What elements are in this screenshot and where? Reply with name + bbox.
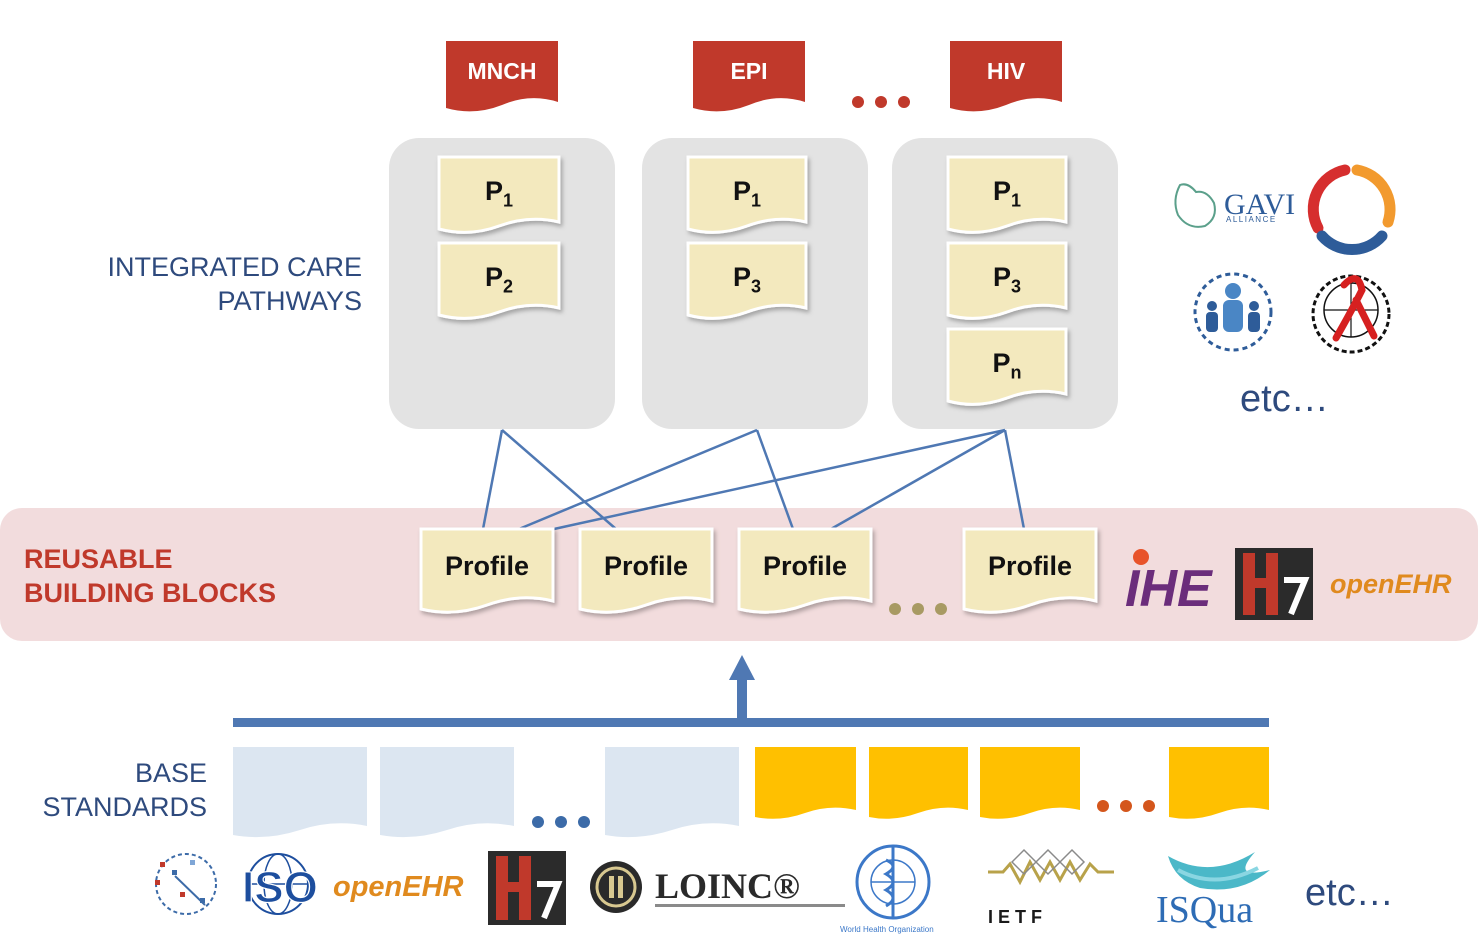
doc-light-2 (380, 747, 514, 838)
tab-mnch (446, 41, 558, 112)
doc-gold-1 (755, 747, 856, 819)
openehr-logo-base: openEHR (333, 871, 464, 903)
who-logo-text: World Health Organization (840, 925, 934, 934)
profile-card-1 (419, 527, 555, 614)
profile-label-1: Profile (444, 551, 530, 581)
base-standards-label: BASE STANDARDS (10, 756, 207, 824)
profile-cards (419, 527, 1098, 614)
openehr-logo-base-text: openEHR (333, 871, 464, 903)
ietf-logo: I E T F (988, 848, 1114, 927)
ellipsis-top (852, 96, 910, 108)
base-docs-gold (755, 747, 1269, 819)
loinc-logo-text: LOINC® (655, 866, 800, 906)
connector-line (830, 428, 1006, 531)
profile-label-3: Profile (762, 551, 848, 581)
pathway-label-hiv-n: Pn (992, 348, 1022, 383)
ihe-logo: IHE (1125, 549, 1213, 618)
integrated-care-line-1: INTEGRATED CARE (107, 252, 362, 282)
tab-hiv (950, 41, 1062, 112)
building-blocks-line-2: BUILDING BLOCKS (24, 578, 276, 608)
connector-line (518, 428, 758, 531)
who-logo: World Health Organization (840, 844, 934, 934)
profile-label-2: Profile (603, 551, 689, 581)
isqua-logo-text: ISQua (1156, 889, 1253, 931)
hl7-logo (1235, 548, 1313, 620)
pathway-label-mnch-2: P2 (484, 262, 514, 297)
gavi-logo-text: GAVI (1224, 188, 1295, 221)
doc-gold-2 (869, 747, 968, 819)
connector-line (553, 428, 1006, 531)
doc-light-3 (605, 747, 739, 838)
ellipsis-base-orange (1097, 800, 1155, 812)
openehr-logo-blocks-text: openEHR (1330, 569, 1452, 599)
connector-line (501, 429, 617, 530)
pathway-label-hiv-3: P3 (992, 262, 1022, 297)
profile-card-2 (578, 527, 714, 614)
building-blocks-line-1: REUSABLE (24, 544, 173, 574)
un-aids-icon (1311, 274, 1391, 354)
card-mnch-2 (437, 241, 561, 320)
profile-card-3 (737, 527, 873, 614)
hl7-logo-base (488, 851, 566, 925)
profile-label-4: Profile (987, 551, 1073, 581)
card-epi-1 (686, 155, 808, 234)
ellipsis-profiles (889, 603, 947, 615)
card-hiv-1 (946, 155, 1068, 234)
pathway-label-hiv-1: P1 (992, 176, 1022, 211)
base-docs-light (233, 747, 739, 838)
doc-light-1 (233, 747, 367, 838)
pathway-label-mnch-1: P1 (484, 176, 514, 211)
program-label-hiv: HIV (986, 58, 1026, 84)
etc-top-right: etc… (1240, 378, 1329, 420)
pathway-cards (437, 155, 1068, 406)
tab-epi (693, 41, 805, 112)
etc-base: etc… (1305, 872, 1394, 914)
network-dots-icon (155, 853, 217, 915)
program-label-epi: EPI (730, 58, 768, 84)
iso-logo: ISO (241, 853, 318, 915)
gavi-logo: GAVI ALLIANCE (1174, 183, 1295, 228)
connector-line (481, 429, 504, 530)
card-hiv-3 (946, 241, 1068, 320)
iso-logo-text: ISO (242, 863, 318, 912)
base-arrow (233, 655, 1269, 727)
doc-gold-4 (1169, 747, 1269, 819)
connector-lines (481, 428, 1026, 531)
integrated-care-label: INTEGRATED CARE PATHWAYS (40, 250, 362, 318)
un-family-icon (1193, 272, 1273, 352)
card-hiv-n (946, 327, 1068, 406)
doc-gold-3 (980, 747, 1080, 819)
ellipsis-base-blue (532, 816, 590, 828)
ietf-logo-text: I E T F (988, 907, 1042, 927)
ihe-logo-text: IHE (1125, 560, 1213, 618)
isqua-logo: ISQua (1156, 852, 1270, 931)
openehr-logo-blocks: openEHR (1330, 569, 1452, 599)
gavi-logo-subtext: ALLIANCE (1226, 215, 1277, 224)
pathway-label-epi-3: P3 (732, 262, 762, 297)
program-tabs (446, 41, 1062, 112)
integrated-care-line-2: PATHWAYS (217, 286, 362, 316)
profile-card-4 (962, 527, 1098, 614)
connector-line (1003, 429, 1026, 530)
base-standards-line-1: BASE (134, 758, 207, 788)
pathway-label-epi-1: P1 (732, 176, 762, 211)
program-label-mnch: MNCH (467, 58, 537, 84)
card-epi-3 (686, 241, 808, 320)
card-mnch-1 (437, 155, 561, 234)
swirl-org-icon (1307, 164, 1396, 255)
loinc-logo: LOINC® (590, 861, 845, 913)
base-standards-line-2: STANDARDS (42, 792, 207, 822)
building-blocks-label: REUSABLE BUILDING BLOCKS (24, 542, 344, 610)
